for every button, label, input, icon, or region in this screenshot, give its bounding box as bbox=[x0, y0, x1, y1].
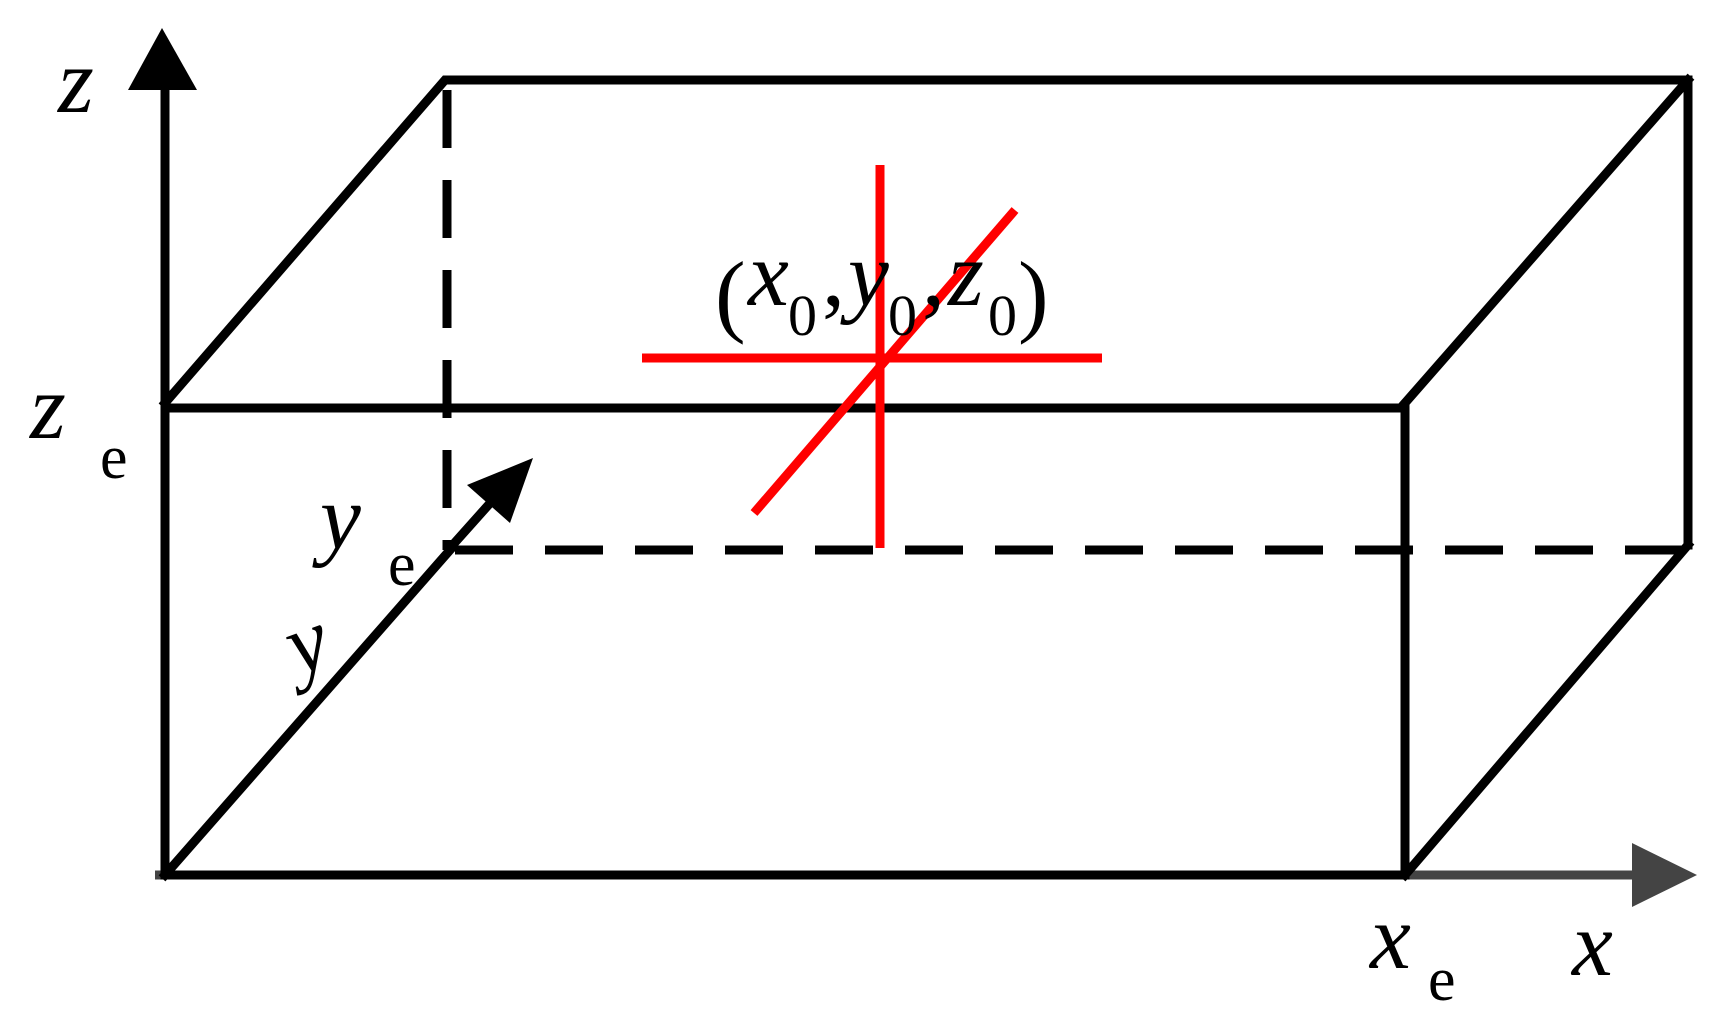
z-axis bbox=[128, 28, 197, 875]
z-axis-label: z bbox=[56, 30, 94, 132]
box-solid-edges bbox=[158, 73, 1695, 882]
point-comma-2: , bbox=[922, 223, 945, 325]
ze-subscript: e bbox=[100, 424, 128, 492]
point-z-subscript: 0 bbox=[988, 283, 1017, 348]
ze-label: z bbox=[28, 356, 66, 458]
point-x: x bbox=[746, 223, 789, 325]
xe-subscript: e bbox=[1428, 946, 1456, 1014]
box-hidden-edges bbox=[442, 90, 1688, 555]
point-close-paren: ) bbox=[1018, 243, 1049, 345]
ye-label: y bbox=[312, 466, 361, 568]
xe-label: x bbox=[1368, 886, 1411, 988]
x-axis-arrowhead bbox=[1632, 843, 1697, 907]
point-y-subscript: 0 bbox=[888, 283, 917, 348]
y-axis-label: y bbox=[264, 590, 342, 698]
source-point-label: ( x 0 , y 0 , z 0 ) bbox=[715, 223, 1049, 348]
x-axis-label: x bbox=[1570, 893, 1613, 995]
point-comma-1: , bbox=[822, 223, 845, 325]
source-point-marker bbox=[642, 165, 1102, 548]
point-z: z bbox=[946, 223, 984, 325]
point-y: y bbox=[840, 223, 889, 325]
z-axis-arrowhead bbox=[128, 28, 197, 90]
point-x-subscript: 0 bbox=[788, 283, 817, 348]
point-open-paren: ( bbox=[715, 243, 746, 345]
ye-subscript: e bbox=[388, 531, 416, 599]
